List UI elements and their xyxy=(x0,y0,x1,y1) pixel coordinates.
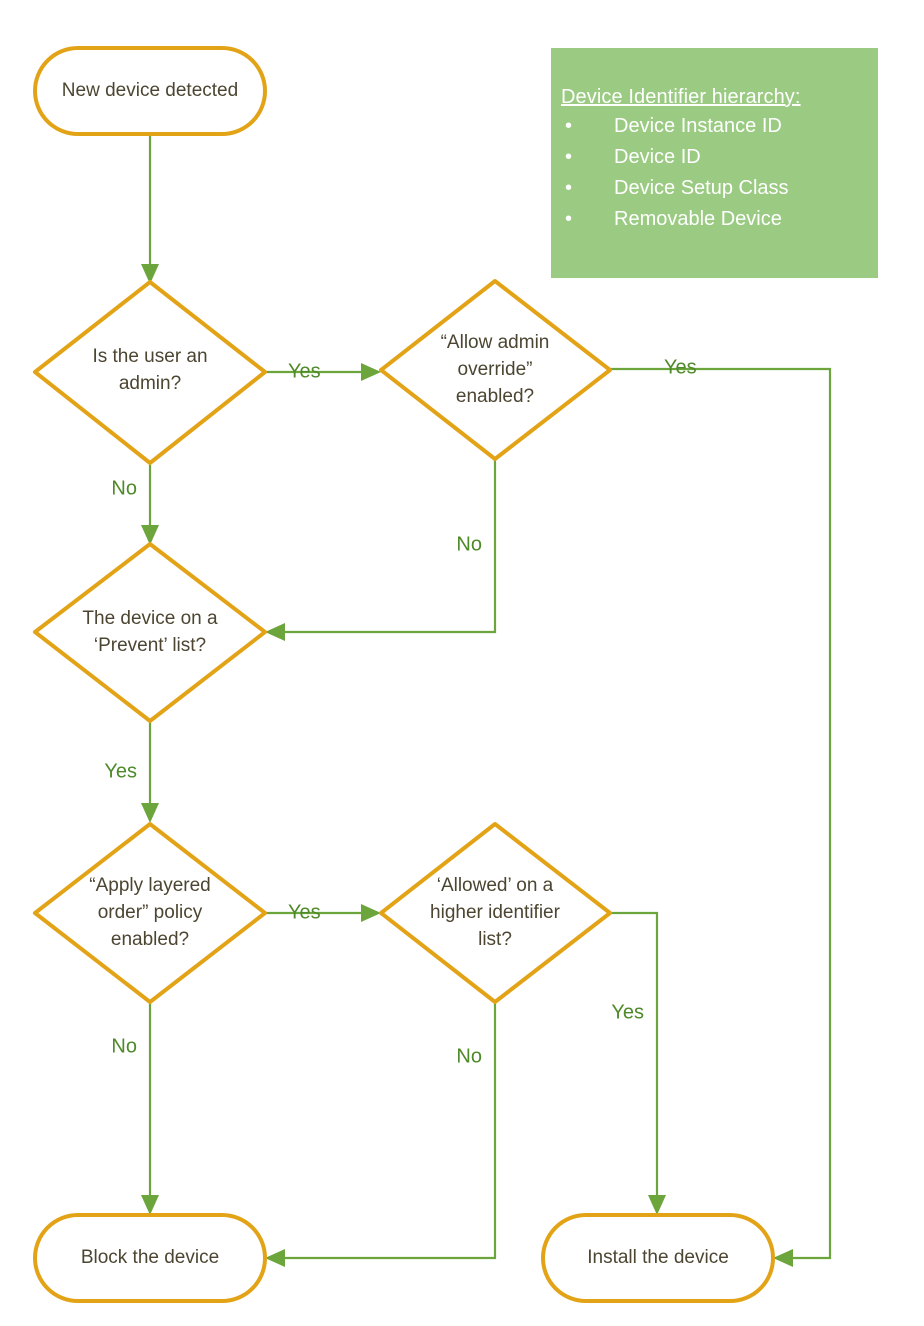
edge-start-to-d1 xyxy=(141,134,159,284)
legend-list-item: • Device Instance ID xyxy=(561,111,878,142)
legend-item-label: Device Setup Class xyxy=(614,177,789,199)
edge-label-d2-yes: Yes xyxy=(664,356,697,378)
edge-d3-yes-to-d4 xyxy=(141,720,159,823)
terminator-shape xyxy=(541,1213,775,1303)
legend-item-label: Device Instance ID xyxy=(614,115,782,137)
arrow-head-icon xyxy=(141,264,159,284)
arrow-head-icon xyxy=(648,1195,666,1215)
legend-item-label: Removable Device xyxy=(614,208,782,230)
arrow-head-icon xyxy=(141,525,159,545)
node-d5-label-line1: ‘Allowed’ on a xyxy=(437,875,554,896)
node-d4-label-line2: order” policy xyxy=(98,902,203,923)
node-install-label: Install the device xyxy=(587,1247,729,1268)
node-d4-label-line1: “Apply layered xyxy=(89,875,210,896)
node-install-the-device[interactable]: Install the device xyxy=(541,1213,775,1303)
terminator-shape xyxy=(33,46,267,136)
node-d1-label-line1: Is the user an xyxy=(92,346,207,367)
arrow-head-icon xyxy=(361,363,381,381)
node-block-the-device[interactable]: Block the device xyxy=(33,1213,267,1303)
legend-list-item: • Device Setup Class xyxy=(561,173,878,204)
decision-shape xyxy=(33,280,267,465)
node-block-label: Block the device xyxy=(81,1247,219,1268)
node-d3-label-line1: The device on a xyxy=(82,608,218,629)
node-d5-label-line3: list? xyxy=(478,929,512,950)
node-decision-is-user-admin[interactable]: Is the user an admin? xyxy=(33,280,267,465)
decision-shape xyxy=(33,542,267,723)
edge-label-d5-no: No xyxy=(456,1045,482,1067)
edge-line xyxy=(610,911,659,1205)
edge-d2-no-to-d3 xyxy=(265,460,497,641)
bullet-icon: • xyxy=(565,177,573,199)
legend-panel: Device Identifier hierarchy: • Device In… xyxy=(551,48,878,278)
bullet-icon: • xyxy=(565,115,573,137)
legend-list: • Device Instance ID • Device ID • Devic… xyxy=(551,111,878,235)
edge-d1-no-to-d3 xyxy=(141,465,159,545)
edge-d2-yes-to-install xyxy=(610,367,832,1267)
edge-label-d4-yes: Yes xyxy=(288,901,321,923)
edge-d5-yes-to-install xyxy=(610,911,666,1215)
edge-d5-no-to-block xyxy=(265,1000,497,1267)
node-start[interactable]: New device detected xyxy=(33,46,267,136)
decision-shape xyxy=(33,822,267,1004)
edge-label-d3-yes: Yes xyxy=(104,760,137,782)
node-d2-label-line3: enabled? xyxy=(456,386,534,407)
legend-title: Device Identifier hierarchy: xyxy=(561,86,801,108)
edge-line xyxy=(610,367,832,1260)
legend-list-item: • Removable Device xyxy=(561,204,878,235)
legend-list-item: • Device ID xyxy=(561,142,878,173)
decision-shape xyxy=(379,822,612,1004)
edge-d4-yes-to-d5 xyxy=(265,904,381,922)
edge-label-d2-no: No xyxy=(456,533,482,555)
arrow-head-icon xyxy=(141,1195,159,1215)
edge-d1-yes-to-d2 xyxy=(265,363,381,381)
node-start-label: New device detected xyxy=(62,80,238,101)
edge-line xyxy=(275,460,497,634)
node-decision-allowed-higher-identifier[interactable]: ‘Allowed’ on a higher identifier list? xyxy=(379,822,612,1004)
arrow-head-icon xyxy=(773,1249,793,1267)
edge-label-d4-no: No xyxy=(111,1035,137,1057)
node-d1-label-line2: admin? xyxy=(119,373,181,394)
arrow-head-icon xyxy=(361,904,381,922)
arrow-head-icon xyxy=(265,623,285,641)
decision-shape xyxy=(379,279,612,461)
edge-d4-no-to-block xyxy=(141,1000,159,1215)
node-d2-label-line2: override” xyxy=(458,359,533,380)
node-d3-label-line2: ‘Prevent’ list? xyxy=(94,635,206,656)
node-d5-label-line2: higher identifier xyxy=(430,902,561,923)
edge-line xyxy=(275,1000,497,1260)
node-d4-label-line3: enabled? xyxy=(111,929,189,950)
edge-label-d1-yes: Yes xyxy=(288,360,321,382)
bullet-icon: • xyxy=(565,146,573,168)
arrow-head-icon xyxy=(141,803,159,823)
edge-label-d5-yes: Yes xyxy=(611,1001,644,1023)
node-decision-apply-layered-order[interactable]: “Apply layered order” policy enabled? xyxy=(33,822,267,1004)
arrow-head-icon xyxy=(265,1249,285,1267)
legend-item-label: Device ID xyxy=(614,146,701,168)
node-decision-device-on-prevent-list[interactable]: The device on a ‘Prevent’ list? xyxy=(33,542,267,723)
node-decision-allow-admin-override[interactable]: “Allow admin override” enabled? xyxy=(379,279,612,461)
node-d2-label-line1: “Allow admin xyxy=(441,332,550,353)
terminator-shape xyxy=(33,1213,267,1303)
bullet-icon: • xyxy=(565,208,573,230)
edge-label-d1-no: No xyxy=(111,477,137,499)
